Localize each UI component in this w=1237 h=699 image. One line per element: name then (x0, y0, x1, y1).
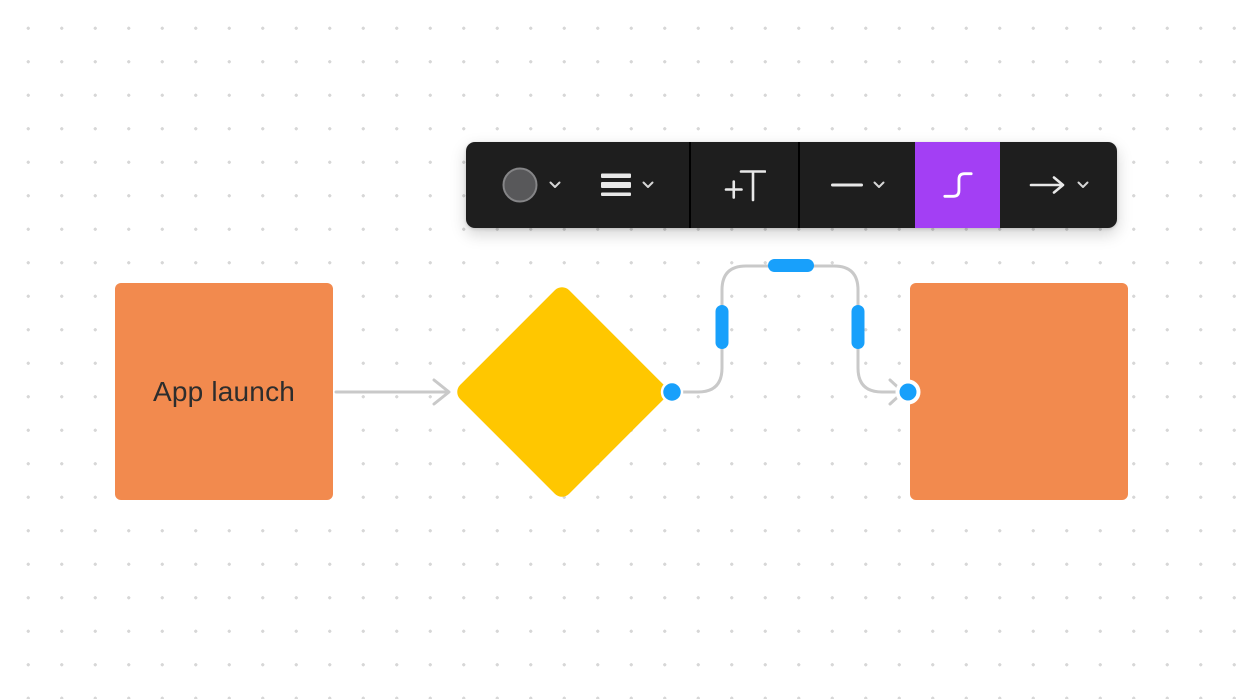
node-end-rect[interactable] (910, 283, 1128, 500)
arrowhead-open-icon (432, 378, 451, 406)
stroke-weight-lines-icon (601, 173, 631, 196)
fill-color-button[interactable] (497, 160, 565, 210)
node-start-rect[interactable]: App launch (115, 283, 333, 500)
connector-elbow-selected[interactable] (670, 264, 905, 406)
straight-line-icon (830, 183, 863, 187)
line-type-button[interactable] (827, 175, 889, 195)
toolbar-separator (798, 142, 800, 228)
plus-T-icon (724, 170, 766, 202)
chevron-down-icon (873, 181, 884, 188)
chevron-down-icon (549, 181, 561, 188)
endpoint-handle-end[interactable] (895, 379, 921, 405)
arrow-endpoint-button[interactable] (1025, 168, 1093, 202)
segment-handle-left[interactable] (715, 305, 729, 349)
segment-handle-top[interactable] (768, 259, 814, 272)
endpoint-handle-start[interactable] (660, 380, 684, 404)
chevron-down-icon (642, 181, 654, 188)
connector-elbow-button[interactable] (915, 142, 1000, 228)
toolbar-separator (689, 142, 691, 228)
stroke-weight-button[interactable] (596, 166, 658, 204)
color-swatch-icon (502, 167, 538, 203)
connector-straight[interactable] (334, 378, 451, 406)
connector-toolbar (466, 142, 1117, 228)
arrow-right-icon (1029, 176, 1064, 194)
node-start-label: App launch (152, 375, 296, 407)
segment-handle-right[interactable] (851, 305, 865, 349)
add-text-button[interactable] (720, 161, 770, 209)
step-curve-icon (942, 172, 973, 198)
chevron-down-icon (1077, 181, 1088, 188)
